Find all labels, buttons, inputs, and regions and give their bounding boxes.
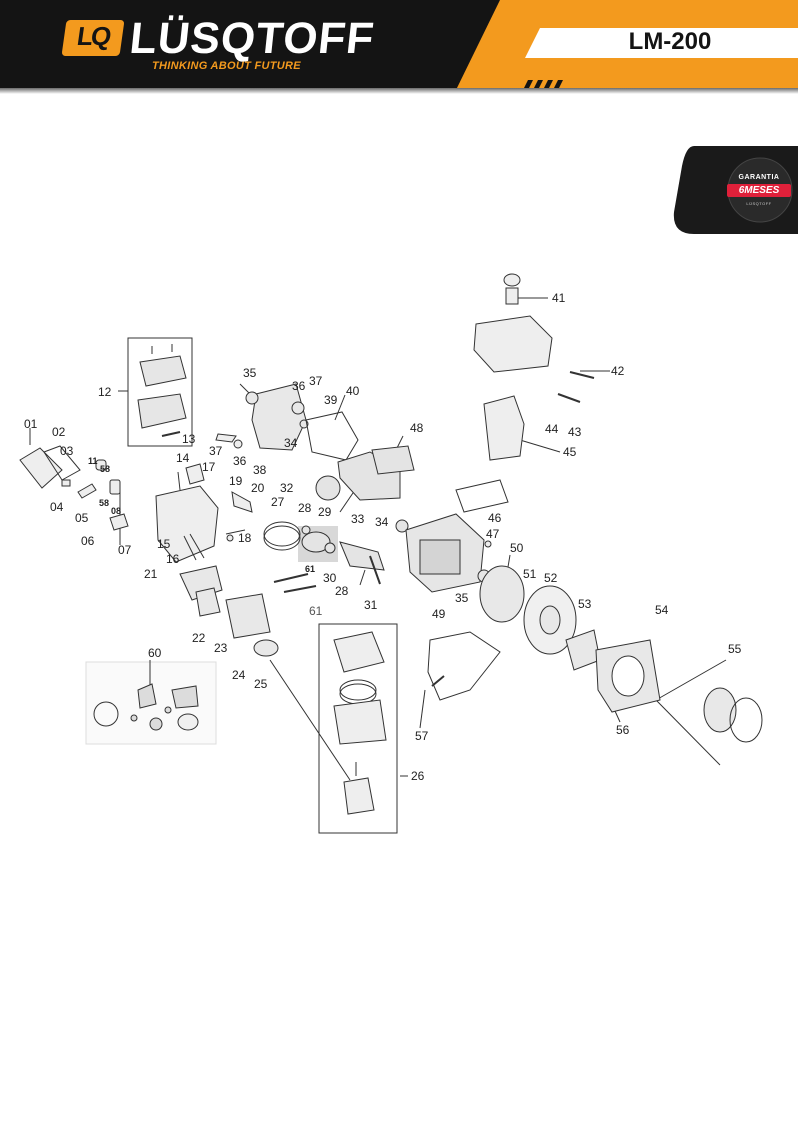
cylinder-head-parts xyxy=(19,433,253,563)
label-37-left: 37 xyxy=(209,444,223,458)
frame-air-filter-group xyxy=(318,623,398,834)
model-number: LM-200 xyxy=(628,28,712,55)
valve-cover-parts xyxy=(137,344,187,437)
frame-valve-cover-group xyxy=(127,337,193,447)
warranty-months: 6MESES xyxy=(727,184,791,197)
warranty-badge: GARANTIA 6MESES LÜSQTOFF xyxy=(672,146,798,234)
label-28-bottom: 28 xyxy=(335,584,349,598)
label-33: 33 xyxy=(351,512,365,526)
label-18: 18 xyxy=(238,531,252,545)
piston-assembly xyxy=(263,521,385,585)
carburetor-intake xyxy=(179,565,317,657)
air-filter-parts xyxy=(333,631,387,815)
label-27: 27 xyxy=(271,495,285,509)
label-23: 23 xyxy=(214,641,228,655)
label-61-bottom: 61 xyxy=(309,604,323,618)
label-25: 25 xyxy=(254,677,268,691)
label-43: 43 xyxy=(568,425,582,439)
label-37-top: 37 xyxy=(309,374,323,388)
label-57: 57 xyxy=(415,729,429,743)
label-29: 29 xyxy=(318,505,332,519)
crankshaft-assembly xyxy=(315,445,415,533)
label-31: 31 xyxy=(364,598,378,612)
label-53: 53 xyxy=(578,597,592,611)
label-20: 20 xyxy=(251,481,265,495)
label-05: 05 xyxy=(75,511,89,525)
brand-slogan: THINKING ABOUT FUTURE xyxy=(152,60,301,72)
label-30: 30 xyxy=(323,571,337,585)
label-11: 11 xyxy=(88,456,98,466)
label-36-bottom: 36 xyxy=(233,454,247,468)
label-44: 44 xyxy=(545,422,559,436)
header-orange-stripe xyxy=(455,0,798,92)
label-13: 13 xyxy=(182,432,196,446)
muffler-shield xyxy=(427,631,501,701)
label-61-top: 61 xyxy=(305,564,315,574)
label-32: 32 xyxy=(280,481,294,495)
engine-block xyxy=(405,513,491,593)
label-04: 04 xyxy=(50,500,64,514)
label-46: 46 xyxy=(488,511,502,525)
label-03: 03 xyxy=(60,444,74,458)
label-22: 22 xyxy=(192,631,206,645)
flywheel-and-starter xyxy=(479,565,763,743)
label-50: 50 xyxy=(510,541,524,555)
label-39: 39 xyxy=(324,393,338,407)
label-47: 47 xyxy=(486,527,500,541)
governor-control xyxy=(455,395,525,548)
label-35-bottom: 35 xyxy=(455,591,469,605)
warranty-label: GARANTIA xyxy=(738,174,780,181)
label-15: 15 xyxy=(157,537,171,551)
label-19: 19 xyxy=(229,474,243,488)
label-40: 40 xyxy=(346,384,360,398)
part-labels: 01 02 03 04 05 06 07 08 11 12 13 14 15 1… xyxy=(24,291,742,783)
label-56: 56 xyxy=(616,723,630,737)
label-21: 21 xyxy=(144,567,158,581)
warranty-brand: LÜSQTOFF xyxy=(746,201,772,206)
label-08: 08 xyxy=(111,506,121,516)
label-17: 17 xyxy=(202,460,216,474)
label-48: 48 xyxy=(410,421,424,435)
label-38: 38 xyxy=(253,463,267,477)
label-12: 12 xyxy=(98,385,112,399)
label-16: 16 xyxy=(166,552,180,566)
label-14: 14 xyxy=(176,451,190,465)
label-52: 52 xyxy=(544,571,558,585)
label-35-top: 35 xyxy=(243,366,257,380)
label-28-top: 28 xyxy=(298,501,312,515)
header-shadow xyxy=(0,88,798,94)
label-06: 06 xyxy=(81,534,95,548)
label-02: 02 xyxy=(52,425,66,439)
label-42: 42 xyxy=(611,364,625,378)
label-55: 55 xyxy=(728,642,742,656)
label-45: 45 xyxy=(563,445,577,459)
label-58-bottom: 58 xyxy=(99,498,109,508)
label-41: 41 xyxy=(552,291,566,305)
label-24: 24 xyxy=(232,668,246,682)
label-01: 01 xyxy=(24,417,38,431)
label-34-left: 34 xyxy=(284,436,298,450)
label-07: 07 xyxy=(118,543,132,557)
label-51: 51 xyxy=(523,567,537,581)
header-banner: LQ LÜSQTOFF THINKING ABOUT FUTURE LM-200 xyxy=(0,0,798,92)
carburetor-kit-parts xyxy=(93,683,199,731)
label-54: 54 xyxy=(655,603,669,617)
label-58-top: 58 xyxy=(100,464,110,474)
label-36-top: 36 xyxy=(292,379,306,393)
crankcase-cover xyxy=(245,383,359,461)
label-60: 60 xyxy=(148,646,162,660)
label-26: 26 xyxy=(411,769,425,783)
fuel-tank xyxy=(473,273,595,403)
label-49: 49 xyxy=(432,607,446,621)
label-34-right: 34 xyxy=(375,515,389,529)
